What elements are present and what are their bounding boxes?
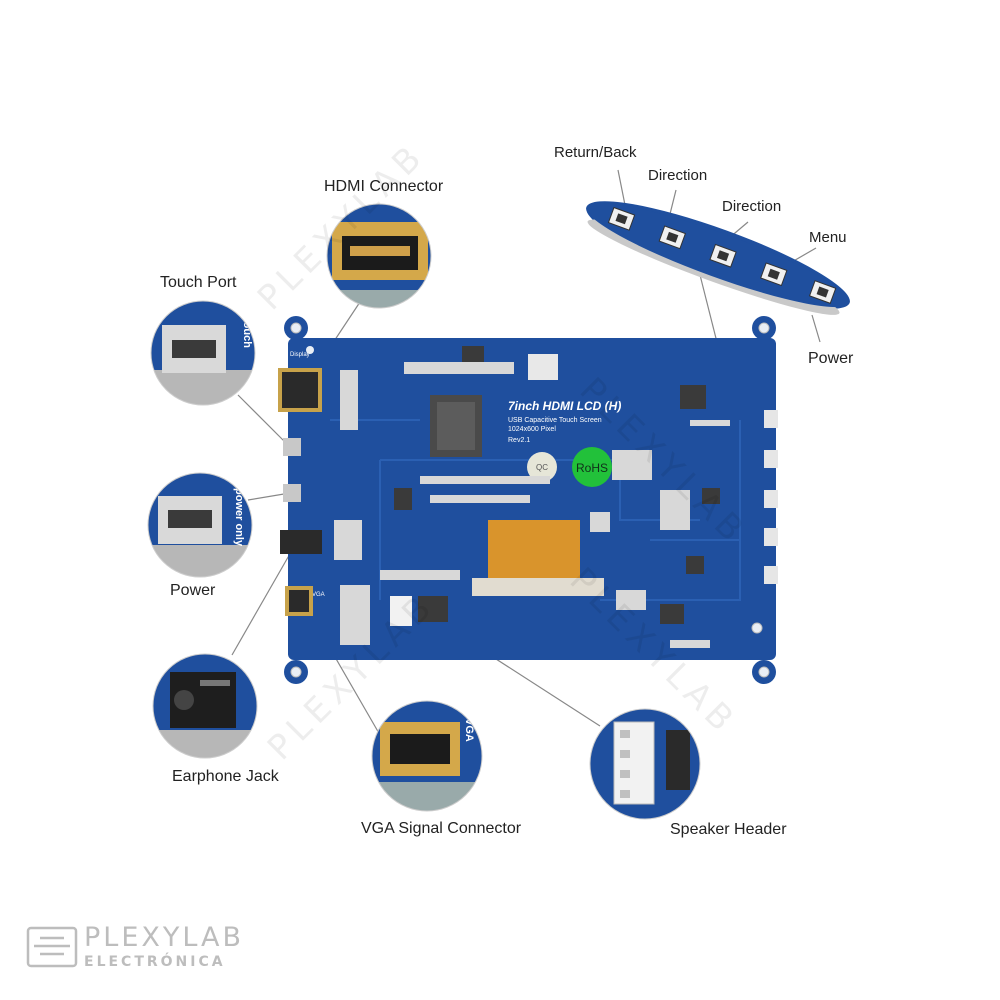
qc-sticker bbox=[527, 452, 557, 482]
audio-jack bbox=[280, 530, 322, 554]
board-resolution: 1024x600 Pixel bbox=[508, 426, 556, 433]
vga-silk: VGA bbox=[312, 592, 325, 598]
zoom-power-silk: power only bbox=[233, 488, 245, 547]
label-hdmi-connector: HDMI Connector bbox=[324, 178, 444, 195]
label-vga-signal-connector: VGA Signal Connector bbox=[361, 820, 522, 837]
speaker-header-small bbox=[390, 596, 412, 626]
rohs-text: RoHS bbox=[576, 461, 608, 475]
power-usb-port bbox=[283, 484, 301, 502]
label-power-left: Power bbox=[170, 582, 216, 599]
button-strip bbox=[586, 201, 850, 315]
display-silk: Display bbox=[290, 352, 310, 358]
brand-tagline: ELECTRÓNICA bbox=[84, 954, 226, 970]
label-speaker-header: Speaker Header bbox=[670, 821, 787, 838]
rohs-badge bbox=[572, 447, 612, 487]
board-revision: Rev2.1 bbox=[508, 437, 530, 444]
label-power-right: Power bbox=[808, 350, 854, 367]
label-menu: Menu bbox=[809, 229, 847, 246]
zoom-vga-silk: VGA bbox=[463, 718, 475, 742]
label-direction-1: Direction bbox=[648, 167, 708, 184]
touch-usb-port bbox=[283, 438, 301, 456]
board-subtitle: USB Capacitive Touch Screen bbox=[508, 417, 602, 424]
board-title: 7inch HDMI LCD (H) bbox=[508, 399, 621, 413]
fpc-ribbon bbox=[488, 520, 580, 582]
label-direction-2: Direction bbox=[722, 198, 782, 215]
label-return-back: Return/Back bbox=[554, 144, 637, 161]
brand-name: PLEXYLAB bbox=[84, 922, 245, 953]
label-touch-port: Touch Port bbox=[160, 274, 237, 291]
zoom-earphone-jack bbox=[153, 654, 257, 758]
zoom-speaker-header bbox=[590, 709, 700, 819]
label-earphone-jack: Earphone Jack bbox=[172, 768, 279, 785]
brand-logo-icon bbox=[26, 926, 78, 968]
zoom-vga: VGA bbox=[372, 701, 482, 811]
qc-text: QC bbox=[536, 463, 548, 472]
pcb-board: RoHS QC 7inch HDMI LCD (H) USB Capacitiv… bbox=[278, 316, 778, 684]
side-buttons bbox=[764, 410, 778, 584]
